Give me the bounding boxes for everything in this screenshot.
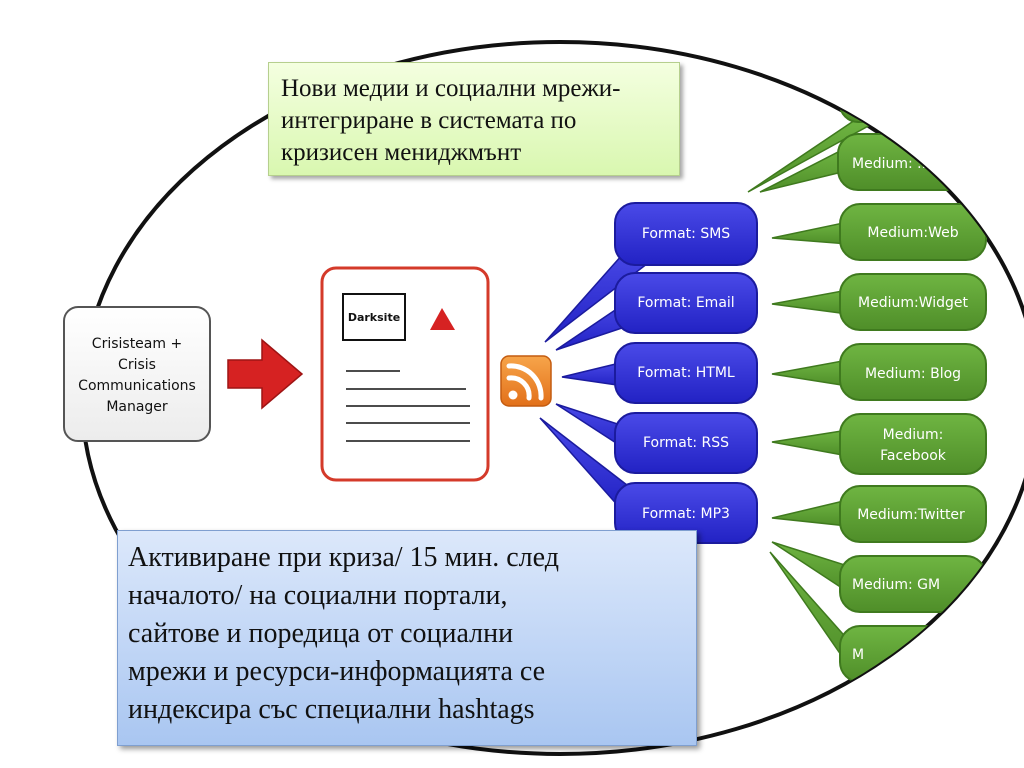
medium-label-facebook-2: Facebook <box>880 448 947 464</box>
title-box: Нови медии и социални мрежи- интегриране… <box>268 62 680 176</box>
medium-callout-widget <box>839 273 987 331</box>
description-line-3: сайтове и поредица от социални <box>128 618 514 649</box>
rss-icon <box>500 355 552 407</box>
medium-label-gm: Medium: GM <box>852 577 940 593</box>
source-line-1: Crisisteam + <box>92 336 182 352</box>
source-box: Crisisteam + Crisis Communications Manag… <box>63 306 211 442</box>
darksite-label-box <box>342 293 406 341</box>
warning-triangle-icon <box>430 308 455 330</box>
format-label-sms: Format: SMS <box>642 226 730 242</box>
medium-label-widget: Medium:Widget <box>858 295 969 311</box>
description-line-5: индексира със специални hashtags <box>128 694 535 725</box>
medium-callout-blog <box>839 343 987 401</box>
medium-label-blog: Medium: Blog <box>865 366 961 382</box>
format-label-mp3: Format: MP3 <box>642 506 730 522</box>
title-line-1: Нови медии и социални мрежи- <box>281 75 621 102</box>
title-line-3: кризисен мениджмънт <box>281 139 522 166</box>
description-line-2: началото/ на социални портали, <box>128 580 508 611</box>
medium-callout-facebook <box>839 413 987 475</box>
format-callout-rss <box>614 412 758 474</box>
source-line-3: Communications <box>78 378 196 394</box>
darksite-document: Darksite <box>320 266 490 482</box>
format-callout-html <box>614 342 758 404</box>
right-arrow-icon <box>227 338 304 410</box>
format-label-email: Format: Email <box>637 295 734 311</box>
format-callout-email <box>614 272 758 334</box>
format-label-html: Format: HTML <box>637 365 735 381</box>
format-callout-sms <box>614 202 758 266</box>
description-line-4: мрежи и ресурси-информацията се <box>128 656 546 687</box>
title-line-2: интегриране в системата по <box>281 107 577 134</box>
medium-label-8: M <box>852 647 864 663</box>
source-line-4: Manager <box>106 399 168 415</box>
format-callouts: Format: SMS Format: Email Format: HTML F… <box>539 202 758 544</box>
description-line-1: Активиране при криза/ 15 мин. след <box>128 542 559 573</box>
source-line-2: Crisis <box>118 357 156 373</box>
darksite-label: Darksite <box>348 311 400 324</box>
medium-label-1: Medium: ... <box>852 156 931 172</box>
medium-callout-twitter <box>839 485 987 543</box>
medium-label-twitter: Medium:Twitter <box>857 507 965 523</box>
medium-label-facebook-1: Medium: <box>883 427 944 443</box>
description-box: Активиране при криза/ 15 мин. след начал… <box>117 530 697 746</box>
medium-label-web: Medium:Web <box>867 225 958 241</box>
format-label-rss: Format: RSS <box>643 435 729 451</box>
